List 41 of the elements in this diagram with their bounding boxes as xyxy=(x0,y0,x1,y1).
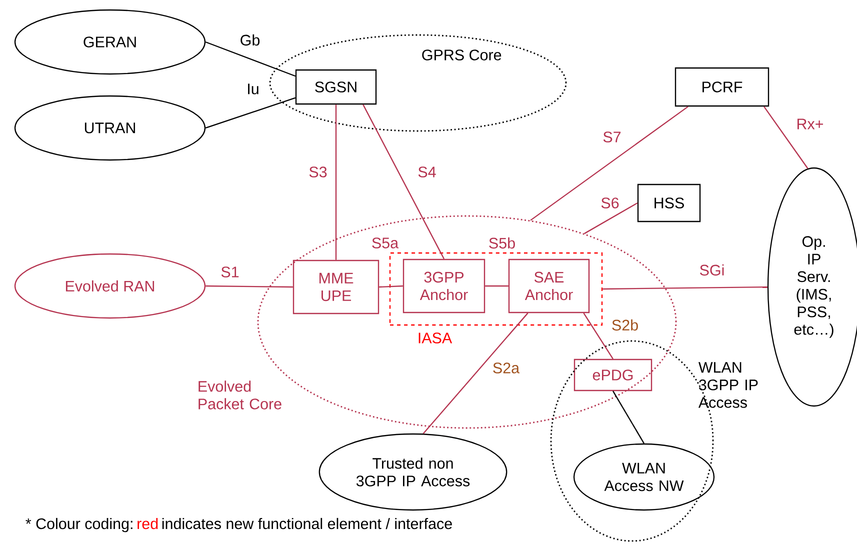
edge-label: S5a xyxy=(372,238,399,248)
interface-line xyxy=(335,104,337,260)
interface-line xyxy=(362,104,445,260)
edge-label: S6 xyxy=(601,198,619,208)
note-text: * Colour coding: xyxy=(26,518,132,532)
domain-label: IASA xyxy=(418,332,452,344)
interface-line xyxy=(584,202,638,234)
interface-line xyxy=(485,285,508,287)
edge-label: S4 xyxy=(418,166,436,178)
network-box: MME UPE xyxy=(292,260,380,314)
note-text: red xyxy=(138,518,158,530)
edge-label: S5b xyxy=(489,237,515,249)
interface-line xyxy=(422,312,528,434)
interface-line xyxy=(602,286,768,290)
network-box: PCRF xyxy=(674,67,770,107)
edge-label: Rx+ xyxy=(798,118,823,130)
edge-label: Iu xyxy=(248,84,258,94)
interface-line xyxy=(530,106,688,221)
interface-line xyxy=(205,41,296,77)
note-text: indicates new functional element / interface xyxy=(162,518,452,530)
interface-line xyxy=(583,312,614,360)
edge-label: S7 xyxy=(603,132,621,142)
edge-label: S2a xyxy=(493,362,520,374)
network-box: SAE Anchor xyxy=(508,258,590,314)
network-box: 3GPP Anchor xyxy=(402,258,486,314)
domain-label: Evolved Packet Core xyxy=(198,380,282,410)
interface-line xyxy=(379,285,403,288)
interface-line xyxy=(206,285,293,288)
edge-label: Gb xyxy=(240,34,260,46)
domain-label: WLAN 3GPP IP Access xyxy=(698,362,758,408)
network-box: HSS xyxy=(637,184,701,222)
interface-line xyxy=(205,97,296,129)
interface-line xyxy=(612,390,644,444)
edge-label: S2b xyxy=(612,319,638,331)
domain-label: GPRS Core xyxy=(422,50,502,60)
edge-label: S1 xyxy=(221,266,239,278)
network-box: ePDG xyxy=(574,358,652,392)
edge-label: S3 xyxy=(309,166,327,178)
edge-label: SGi xyxy=(700,264,724,276)
network-box: SGSN xyxy=(295,69,377,105)
interface-line xyxy=(764,106,808,169)
